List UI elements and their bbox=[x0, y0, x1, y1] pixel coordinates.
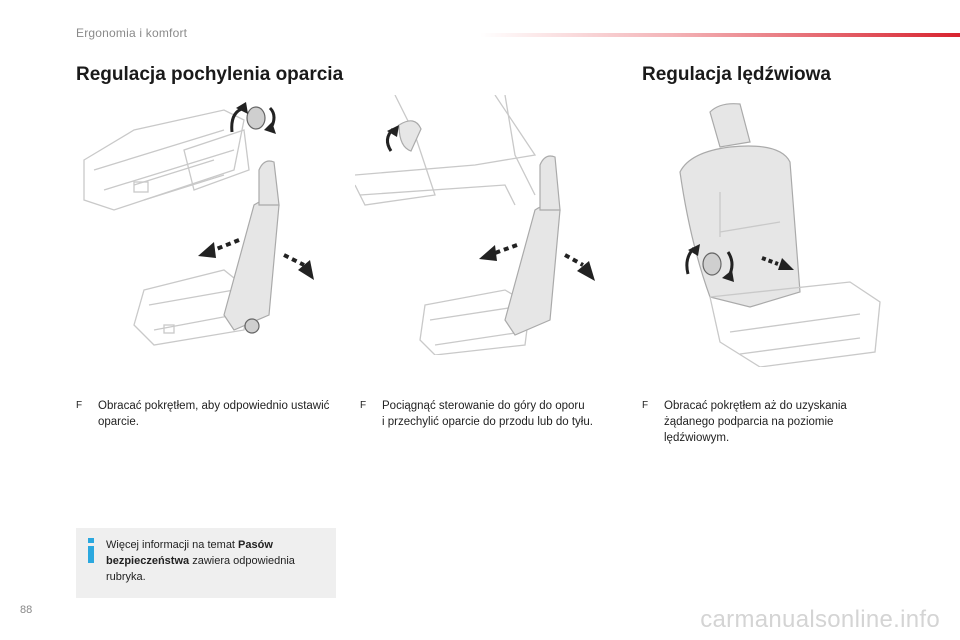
instruction-text: Pociągnąć sterowanie do góry do oporu i … bbox=[382, 400, 593, 428]
bullet-marker: F bbox=[76, 400, 83, 411]
info-link-seatbelts: Pasów bezpieczeństwa bbox=[106, 539, 273, 567]
recline-lever-illustration bbox=[355, 95, 595, 355]
lumbar-knob-illustration bbox=[679, 103, 881, 367]
header-accent-bar bbox=[480, 33, 960, 37]
bullet-marker: F bbox=[360, 400, 367, 411]
instruction-text: Obracać pokrętłem, aby odpowiednio ustaw… bbox=[98, 400, 330, 428]
heading-backrest-recline: Regulacja pochylenia oparcia bbox=[76, 64, 344, 85]
instruction-recline-knob: F Obracać pokrętłem, aby odpowiednio ust… bbox=[76, 398, 338, 430]
watermark: carmanualsonline.info bbox=[700, 606, 940, 633]
info-box: Więcej informacji na temat Pasów bezpiec… bbox=[76, 528, 336, 598]
section-title: Ergonomia i komfort bbox=[76, 26, 188, 40]
instruction-recline-lever: F Pociągnąć sterowanie do góry do oporu … bbox=[360, 398, 622, 430]
page-number: 88 bbox=[20, 604, 33, 616]
bullet-marker: F bbox=[642, 400, 649, 411]
info-text: Więcej informacji na temat Pasów bezpiec… bbox=[106, 539, 295, 583]
recline-knob-illustration bbox=[83, 102, 314, 346]
instruction-text: Obracać pokrętłem aż do uzyskania żądane… bbox=[664, 400, 847, 444]
instruction-lumbar-knob: F Obracać pokrętłem aż do uzyskania żąda… bbox=[642, 398, 882, 446]
info-icon bbox=[86, 538, 96, 564]
heading-lumbar: Regulacja lędźwiowa bbox=[642, 64, 831, 85]
